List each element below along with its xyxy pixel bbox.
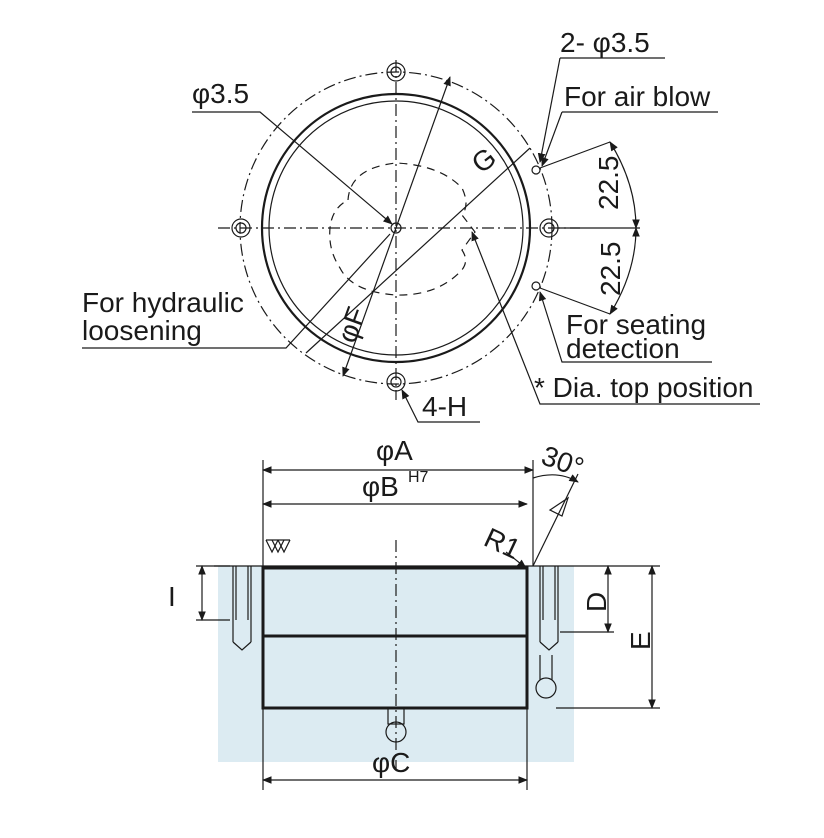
label-air-hole: 2- φ3.5 [560,27,650,58]
label-hydraulic-2: loosening [82,315,202,346]
label-dia-b: φB [362,471,399,502]
side-bolt-right [539,566,559,651]
label-seating-1: For seating [566,309,706,340]
label-dia-top: * Dia. top position [534,372,753,403]
leader-air-blow [541,111,563,167]
label-angle-30: 30° [538,440,588,484]
label-dim-e: E [625,631,656,650]
side-view: φA φB H7 30° R1 [168,435,660,790]
bottom-pin [387,707,405,725]
leader-seating [538,291,712,363]
angle-arc-lower [609,227,640,315]
label-center-hole: φ3.5 [192,78,249,109]
surface-finish-mark-left [265,539,291,554]
label-angle-lower: 22.5 [595,242,626,297]
side-port [535,677,557,699]
angle-arc-30 [532,474,579,483]
air-blow-hole [531,165,541,175]
surface-finish-mark-right [548,496,570,517]
bottom-port [385,721,407,743]
label-dia-b-tolerance: H7 [408,469,429,486]
angle-ext-lower [539,287,611,315]
hidden-internal-outline [329,162,476,296]
label-radius: R1 [480,522,526,565]
pcd-circle [239,71,553,385]
label-air-blow: For air blow [564,81,711,112]
leader-radius [505,551,527,569]
label-bolt-holes: 4-H [422,391,467,422]
seating-hole [531,281,541,291]
label-angle-upper: 22.5 [593,156,624,211]
label-dim-i: I [168,581,176,612]
side-bolt-left [232,566,252,651]
leader-dia-top [471,231,760,405]
label-g: G [466,141,502,179]
label-dia-c: φC [372,747,410,778]
mounting-surface-shade [218,566,574,762]
label-dia-a: φA [376,435,413,466]
leader-hydraulic [82,233,391,349]
label-seating-2: detection [566,333,680,364]
angle-ext-upper [539,141,611,169]
top-view: φ3.5 For hydraulic loosening G φF 2- φ3.… [82,27,760,423]
leader-air-hole [537,57,561,163]
leader-bolt-holes [401,389,480,423]
label-hydraulic-1: For hydraulic [82,287,244,318]
angle-arc-upper [609,141,640,229]
dim-line-f [342,76,451,377]
leader-center-hole [192,111,393,225]
bolt-hole-left [231,218,251,238]
label-dim-d: D [581,592,612,612]
angle-line-30 [532,473,579,567]
